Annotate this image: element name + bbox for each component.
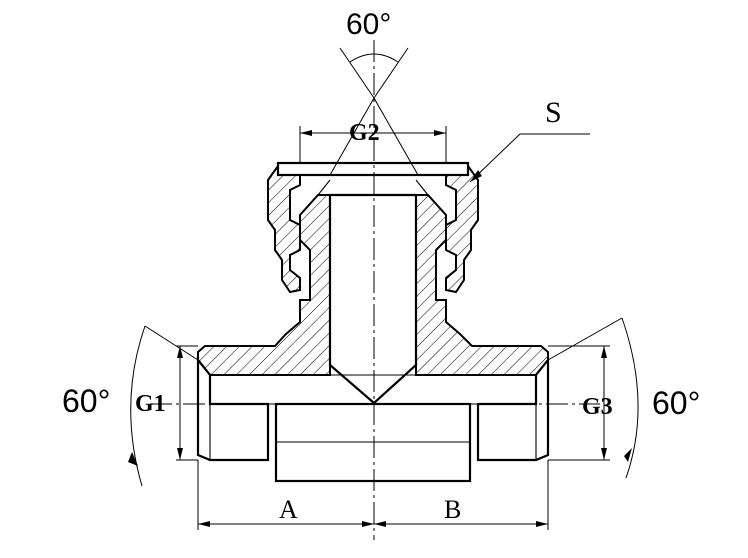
- g3-label: G3: [582, 394, 613, 420]
- branch-bore: [328, 193, 418, 405]
- run-left-section: [197, 194, 331, 376]
- s-leader: [469, 133, 590, 183]
- right-angle-label: 60°: [652, 385, 700, 421]
- left-angle-label: 60°: [62, 383, 110, 419]
- ab-dimension: [197, 460, 549, 530]
- g2-label: G2: [349, 120, 380, 146]
- center-lines: [150, 40, 600, 540]
- b-label: B: [444, 495, 461, 524]
- g1-label: G1: [135, 391, 166, 417]
- run-outline: [196, 356, 550, 483]
- cone-seat: [312, 174, 434, 196]
- top-angle-dimension: [329, 47, 419, 176]
- a-label: A: [279, 495, 298, 524]
- g2-dimension: [299, 126, 447, 162]
- run-left-end: [196, 356, 270, 462]
- g3-dimension: [547, 317, 639, 479]
- run-right-end: [476, 356, 550, 462]
- run-right-section: [415, 194, 549, 376]
- top-angle-label: 60°: [346, 8, 391, 41]
- s-label: S: [545, 96, 562, 129]
- g1-dimension: [128, 325, 199, 487]
- nut-top: [276, 161, 470, 177]
